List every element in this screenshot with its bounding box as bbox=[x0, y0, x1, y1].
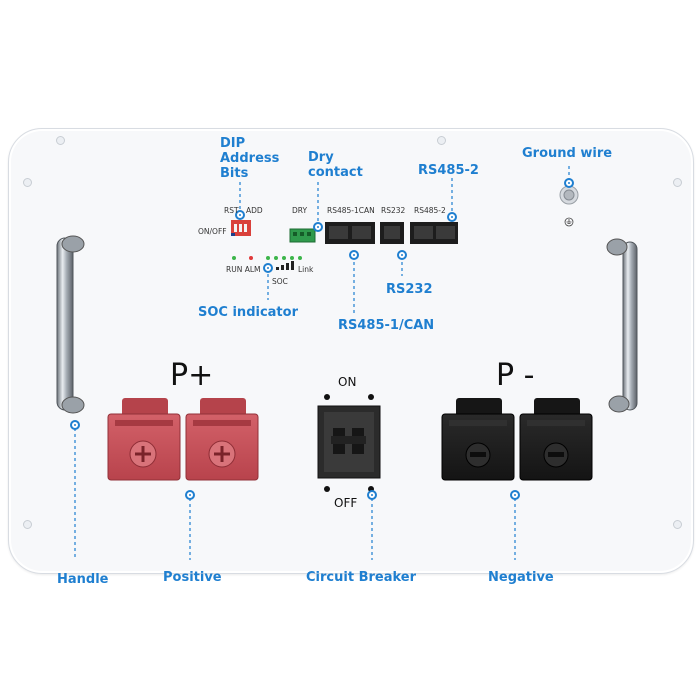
negative-terminal-1-icon bbox=[441, 398, 515, 481]
breaker-off-label: OFF bbox=[334, 496, 358, 510]
callout-dry-line1: Dry bbox=[308, 150, 334, 165]
callout-positive: Positive bbox=[163, 570, 222, 585]
leader-dot-icon bbox=[447, 212, 457, 222]
panel-screw bbox=[56, 136, 65, 145]
soc-led bbox=[290, 256, 294, 260]
circuit-breaker-icon bbox=[317, 394, 381, 492]
callout-dip-line1: DIP bbox=[220, 136, 246, 151]
leader-dot-icon bbox=[263, 263, 273, 273]
run-led bbox=[232, 256, 236, 260]
rs485-1-can-port-icon bbox=[325, 222, 375, 244]
callout-negative: Negative bbox=[488, 570, 554, 585]
breaker-on-label: ON bbox=[338, 375, 357, 389]
callout-handle: Handle bbox=[57, 572, 109, 587]
label-onoff: ON/OFF bbox=[198, 227, 227, 236]
callout-ground-wire: Ground wire bbox=[522, 146, 613, 161]
panel-screw bbox=[673, 178, 682, 187]
label-rst: RST bbox=[224, 206, 239, 215]
soc-led bbox=[282, 256, 286, 260]
leader-dot-icon bbox=[349, 250, 359, 260]
negative-terminal-2-icon bbox=[519, 398, 593, 481]
ground-bolt-icon bbox=[559, 185, 579, 205]
leader-dot-icon bbox=[70, 420, 80, 430]
callout-rs232: RS232 bbox=[386, 282, 433, 297]
callout-soc-indicator: SOC indicator bbox=[198, 305, 298, 320]
soc-led bbox=[298, 256, 302, 260]
negative-mark: P - bbox=[496, 358, 535, 393]
leader-dot-icon bbox=[185, 490, 195, 500]
panel-screw bbox=[673, 520, 682, 529]
soc-led bbox=[266, 256, 270, 260]
leader-dot-icon bbox=[564, 178, 574, 188]
label-link: Link bbox=[298, 265, 314, 274]
leader-dot-icon bbox=[397, 250, 407, 260]
panel-screw bbox=[23, 520, 32, 529]
callout-dip-line2: Address bbox=[220, 151, 280, 166]
leader-dot-icon bbox=[510, 490, 520, 500]
leader-dot-icon bbox=[367, 490, 377, 500]
callout-rs485-1-can: RS485-1/CAN bbox=[338, 318, 435, 333]
callout-dip-line3: Bits bbox=[220, 166, 249, 181]
onoff-button-icon bbox=[231, 233, 235, 236]
soc-led bbox=[274, 256, 278, 260]
label-rs485-1can: RS485-1CAN bbox=[327, 206, 375, 215]
alarm-led bbox=[249, 256, 253, 260]
label-rs232: RS232 bbox=[381, 206, 406, 215]
callout-dry-contact: Dry contact bbox=[308, 150, 363, 180]
right-handle-icon bbox=[606, 238, 638, 413]
label-add: ADD bbox=[246, 206, 263, 215]
battery-front-panel bbox=[8, 128, 694, 574]
positive-mark: P+ bbox=[170, 358, 214, 393]
rs232-port-icon bbox=[380, 222, 404, 244]
label-rs485-2: RS485-2 bbox=[414, 206, 446, 215]
callout-dip-address-bits: DIP Address Bits bbox=[220, 136, 279, 181]
positive-terminal-1-icon bbox=[107, 398, 181, 481]
left-handle-icon bbox=[56, 235, 85, 414]
soc-bars-icon bbox=[276, 261, 294, 270]
label-soc: SOC bbox=[272, 277, 288, 286]
leader-dot-icon bbox=[235, 210, 245, 220]
label-dry: DRY bbox=[292, 206, 308, 215]
leader-dot-icon bbox=[313, 222, 323, 232]
panel-screw bbox=[437, 136, 446, 145]
callout-dry-line2: contact bbox=[308, 165, 363, 180]
ground-symbol-icon bbox=[564, 217, 574, 227]
positive-terminal-2-icon bbox=[185, 398, 259, 481]
label-run-alm: RUN ALM bbox=[226, 265, 261, 274]
rs485-2-port-icon bbox=[410, 222, 458, 244]
callout-rs485-2: RS485-2 bbox=[418, 163, 479, 178]
callout-circuit-breaker: Circuit Breaker bbox=[306, 570, 416, 585]
panel-screw bbox=[23, 178, 32, 187]
